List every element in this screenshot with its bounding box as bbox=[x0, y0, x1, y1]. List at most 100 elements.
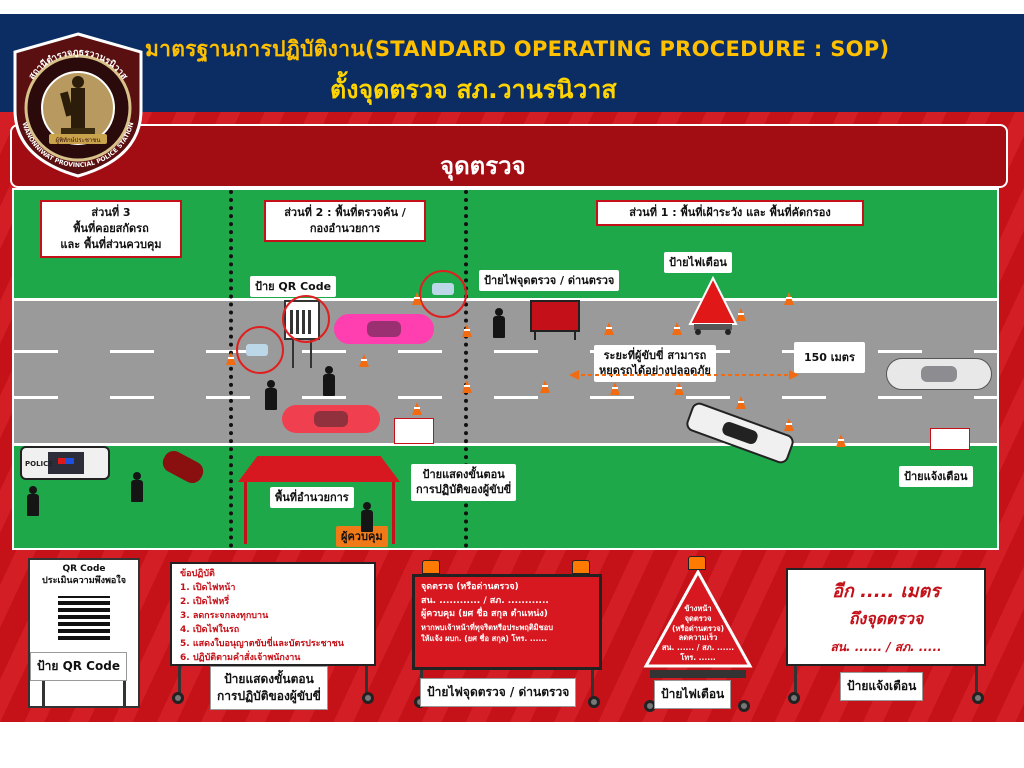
procedure-list-item: 5. แสดงใบอนุญาตขับขี่และบัตรประชาชน bbox=[180, 638, 344, 649]
notice-line: อีก ..... เมตร bbox=[832, 581, 940, 602]
car-window bbox=[367, 320, 401, 338]
notice-sign-caption: ป้ายแจ้งเตือน bbox=[840, 672, 924, 701]
officer-figure bbox=[360, 502, 374, 532]
warning-lamp-icon bbox=[572, 560, 590, 574]
wheel-icon bbox=[788, 692, 800, 704]
traffic-cone-icon bbox=[412, 292, 422, 305]
traffic-cone-icon bbox=[462, 380, 472, 393]
checkpoint-sign-line: จุดตรวจ (หรือด่านตรวจ) bbox=[421, 582, 519, 592]
traffic-cone-icon bbox=[784, 292, 794, 305]
warning-sign-line: (หรือด่านตรวจ) bbox=[671, 623, 725, 633]
traffic-cone-icon bbox=[674, 382, 684, 395]
stopping-distance-line: ระยะที่ผู้ขับขี่ สามารถ bbox=[603, 349, 707, 362]
notice-line: ถึงจุดตรวจ bbox=[848, 609, 924, 628]
zone2-label: ส่วนที่ 2 : พื้นที่ตรวจค้น / กองอำนวยการ bbox=[264, 200, 426, 242]
zone-divider bbox=[229, 190, 233, 548]
qr-code-icon bbox=[58, 596, 110, 640]
warning-sign-caption: ป้ายไฟเตือน bbox=[654, 680, 732, 709]
officer-figure bbox=[130, 472, 144, 502]
traffic-cone-icon bbox=[836, 434, 846, 447]
pink-car bbox=[334, 314, 434, 344]
traffic-cone-icon bbox=[736, 308, 746, 321]
zone2-label-line: กองอำนวยการ bbox=[309, 221, 381, 235]
zone1-label: ส่วนที่ 1 : พื้นที่เฝ้าระวัง และ พื้นที่… bbox=[596, 200, 864, 226]
procedure-list: ข้อปฏิบัติ 1. เปิดไฟหน้า 2. เปิดไฟหรี่ 3… bbox=[172, 564, 374, 670]
red-car bbox=[282, 405, 380, 433]
procedure-stand bbox=[178, 666, 368, 696]
traffic-cone-icon bbox=[462, 324, 472, 337]
camera-circle bbox=[282, 295, 330, 343]
qr-sign-caption: ป้าย QR Code bbox=[30, 652, 127, 681]
tent-leg bbox=[392, 482, 395, 544]
warning-sign-line: ลดความเร็ว bbox=[678, 633, 718, 643]
board-legs bbox=[534, 332, 576, 340]
procedure-sign-line: การปฏิบัติของผู้ขับขี่ bbox=[416, 483, 512, 497]
traffic-cone-icon bbox=[540, 380, 550, 393]
traffic-cone-icon bbox=[412, 402, 422, 415]
zone1-label-line: ส่วนที่ 1 : พื้นที่เฝ้าระวัง และ พื้นที่… bbox=[629, 206, 831, 219]
command-area-label: พื้นที่อำนวยการ bbox=[270, 487, 354, 509]
officer-figure bbox=[492, 308, 506, 338]
warning-triangle-icon bbox=[688, 276, 738, 335]
officer-body bbox=[323, 374, 335, 396]
warning-sign-line: จุดตรวจ bbox=[684, 613, 712, 623]
procedure-list-item: 1. เปิดไฟหน้า bbox=[180, 582, 236, 593]
car-window bbox=[921, 365, 957, 383]
officer-body bbox=[27, 494, 39, 516]
zone3-label: ส่วนที่ 3 พื้นที่คอยสกัดรถ และ พื้นที่ส่… bbox=[40, 200, 182, 258]
warning-sign-text: ข้างหน้า จุดตรวจ (หรือด่านตรวจ) ลดความเร… bbox=[654, 604, 742, 663]
checkpoint-light-sign-label: ป้ายไฟจุดตรวจ / ด่านตรวจ bbox=[479, 270, 620, 292]
cctv-camera-icon bbox=[246, 344, 268, 356]
officer-body bbox=[265, 388, 277, 410]
officer-body bbox=[493, 316, 505, 338]
checkpoint-sign-caption: ป้ายไฟจุดตรวจ / ด่านตรวจ bbox=[420, 678, 577, 707]
warning-lamp-icon bbox=[422, 560, 440, 574]
police-car-text: POLICE bbox=[25, 460, 54, 468]
checkpoint-scene: ส่วนที่ 3 พื้นที่คอยสกัดรถ และ พื้นที่ส่… bbox=[12, 188, 999, 550]
zone3-label-line: และ พื้นที่ส่วนควบคุม bbox=[60, 237, 162, 251]
officer-figure bbox=[26, 486, 40, 516]
procedure-list-item: 2. เปิดไฟหรี่ bbox=[180, 596, 230, 607]
zone2-label-line: ส่วนที่ 2 : พื้นที่ตรวจค้น / bbox=[284, 206, 406, 219]
officer-head bbox=[325, 366, 333, 374]
procedure-sign-caption: ป้ายแสดงขั้นตอน การปฏิบัติของผู้ขับขี่ bbox=[210, 666, 328, 710]
car-window bbox=[314, 411, 348, 427]
officer-head bbox=[133, 472, 141, 480]
police-light-icon bbox=[58, 458, 74, 464]
camera-circle bbox=[236, 326, 284, 374]
white-car bbox=[886, 358, 992, 390]
notice-sign-stand bbox=[794, 666, 978, 696]
procedure-caption-line: ป้ายแสดงขั้นตอน bbox=[224, 672, 314, 686]
logo-ribbon: ผู้พิทักษ์ประชาชน bbox=[56, 136, 101, 144]
lane-marking bbox=[14, 350, 997, 353]
warning-sign-line: โทร. ...... bbox=[680, 652, 716, 662]
officer-figure bbox=[264, 380, 278, 410]
procedure-sign-line: ป้ายแสดงขั้นตอน bbox=[422, 468, 505, 481]
statue-icon bbox=[60, 76, 95, 134]
header-title: มาตรฐานการปฏิบัติงาน(STANDARD OPERATING … bbox=[145, 37, 890, 61]
procedure-sign-illustration: ข้อปฏิบัติ 1. เปิดไฟหน้า 2. เปิดไฟหรี่ 3… bbox=[170, 562, 376, 666]
notice-line: สน. ...... / สภ. ..... bbox=[830, 640, 942, 654]
procedure-sign-label: ป้ายแสดงขั้นตอน การปฏิบัติของผู้ขับขี่ bbox=[411, 464, 517, 501]
traffic-cone-icon bbox=[672, 322, 682, 335]
small-sign bbox=[930, 428, 970, 450]
procedure-list-item: 4. เปิดไฟในรถ bbox=[180, 624, 240, 635]
cctv-camera-icon bbox=[432, 283, 454, 295]
qr-board-stand bbox=[292, 340, 312, 368]
supervisor-label: ผู้ควบคุม bbox=[336, 526, 388, 548]
warning-sign-line: สน. ...... / สภ. ...... bbox=[661, 643, 735, 652]
wheel-icon bbox=[972, 692, 984, 704]
officer-head bbox=[495, 308, 503, 316]
procedure-list-item: 6. ปฏิบัติตามคำสั่งเจ้าพนักงาน bbox=[180, 652, 301, 663]
wheel-icon bbox=[172, 692, 184, 704]
procedure-caption-line: การปฏิบัติของผู้ขับขี่ bbox=[217, 688, 321, 703]
wheel-icon bbox=[588, 696, 600, 708]
car-window bbox=[720, 420, 760, 446]
checkpoint-banner bbox=[10, 124, 1008, 188]
wheel-icon bbox=[362, 692, 374, 704]
procedure-list-title: ข้อปฏิบัติ bbox=[180, 569, 215, 579]
traffic-cone-icon bbox=[359, 354, 369, 367]
police-car-parked: POLICE bbox=[20, 446, 110, 480]
warning-sign-line: ข้างหน้า bbox=[684, 604, 712, 613]
